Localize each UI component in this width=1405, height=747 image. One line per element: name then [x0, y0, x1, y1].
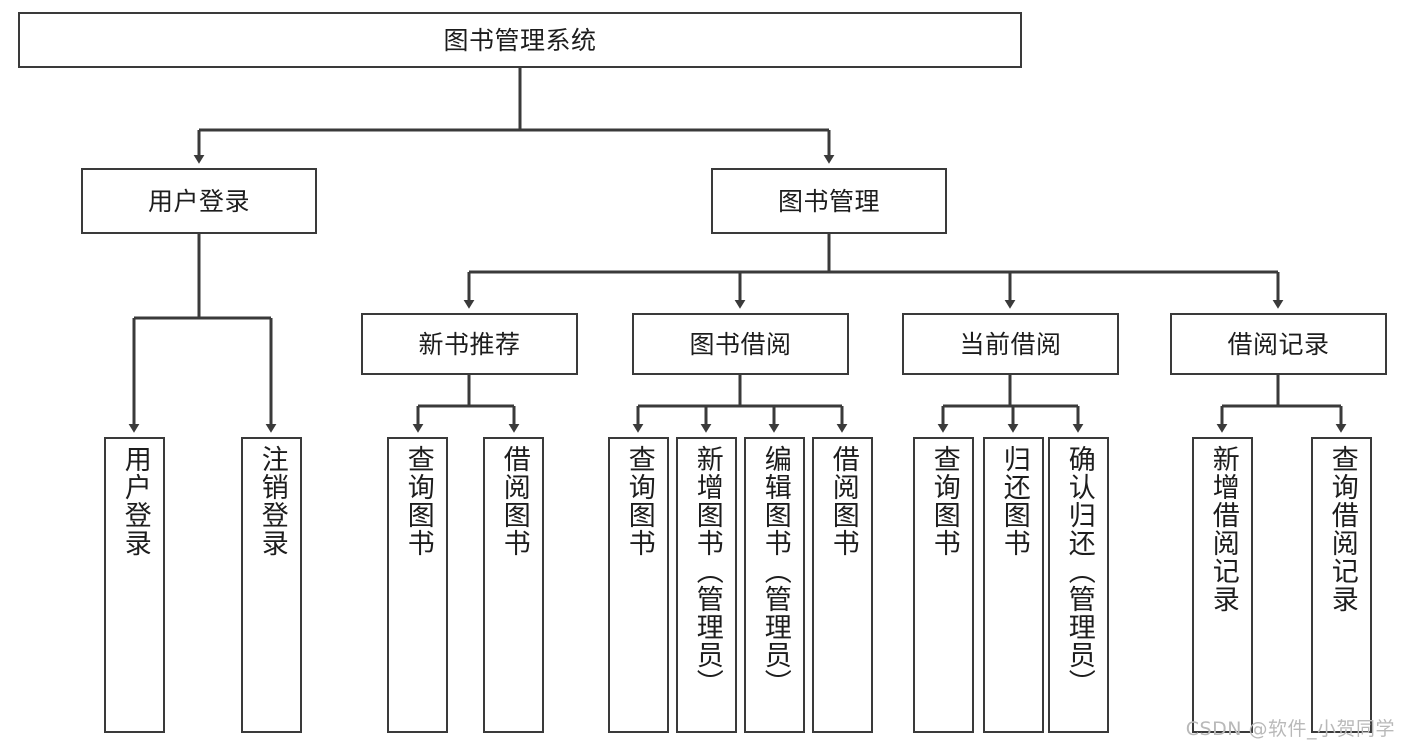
- leaf-add-borrow-record[interactable]: 新增借阅记录: [1192, 437, 1253, 733]
- node-label: 查询图书: [928, 445, 960, 557]
- node-label: 借阅记录: [1227, 329, 1330, 359]
- node-label: 查询图书: [623, 445, 655, 557]
- node-label: 借阅图书: [827, 445, 859, 557]
- node-label: 编辑图书（管理员）: [759, 445, 791, 697]
- leaf-add-book-admin[interactable]: 新增图书（管理员）: [676, 437, 737, 733]
- node-book-management[interactable]: 图书管理: [711, 168, 947, 234]
- leaf-query-book-recommend[interactable]: 查询图书: [387, 437, 448, 733]
- node-label: 确认归还（管理员）: [1063, 445, 1095, 697]
- node-root[interactable]: 图书管理系统: [18, 12, 1022, 68]
- node-label: 新增借阅记录: [1207, 445, 1239, 613]
- leaf-confirm-return-admin[interactable]: 确认归还（管理员）: [1048, 437, 1109, 733]
- leaf-query-book-borrow[interactable]: 查询图书: [608, 437, 669, 733]
- leaf-logout-login[interactable]: 注销登录: [241, 437, 302, 733]
- leaf-query-book-current[interactable]: 查询图书: [913, 437, 974, 733]
- node-user-login[interactable]: 用户登录: [81, 168, 317, 234]
- leaf-edit-book-admin[interactable]: 编辑图书（管理员）: [744, 437, 805, 733]
- node-label: 图书借阅: [689, 329, 792, 359]
- node-book-borrow[interactable]: 图书借阅: [632, 313, 849, 375]
- node-label: 新增图书（管理员）: [691, 445, 723, 697]
- node-label: 用户登录: [119, 445, 151, 557]
- node-new-book-recommend[interactable]: 新书推荐: [361, 313, 578, 375]
- leaf-user-login[interactable]: 用户登录: [104, 437, 165, 733]
- node-label: 图书管理: [777, 186, 880, 216]
- node-borrow-record[interactable]: 借阅记录: [1170, 313, 1387, 375]
- node-label: 注销登录: [256, 445, 288, 557]
- node-label: 借阅图书: [498, 445, 530, 557]
- node-label: 用户登录: [147, 186, 250, 216]
- node-current-borrow[interactable]: 当前借阅: [902, 313, 1119, 375]
- node-label: 归还图书: [998, 445, 1030, 557]
- node-label: 图书管理系统: [443, 25, 597, 55]
- watermark: CSDN @软件_小贺同学: [1185, 718, 1395, 740]
- leaf-return-book[interactable]: 归还图书: [983, 437, 1044, 733]
- leaf-query-borrow-record[interactable]: 查询借阅记录: [1311, 437, 1372, 733]
- node-label: 新书推荐: [418, 329, 521, 359]
- node-label: 当前借阅: [959, 329, 1062, 359]
- leaf-borrow-book-recommend[interactable]: 借阅图书: [483, 437, 544, 733]
- node-label: 查询借阅记录: [1326, 445, 1358, 613]
- leaf-borrow-book[interactable]: 借阅图书: [812, 437, 873, 733]
- node-label: 查询图书: [402, 445, 434, 557]
